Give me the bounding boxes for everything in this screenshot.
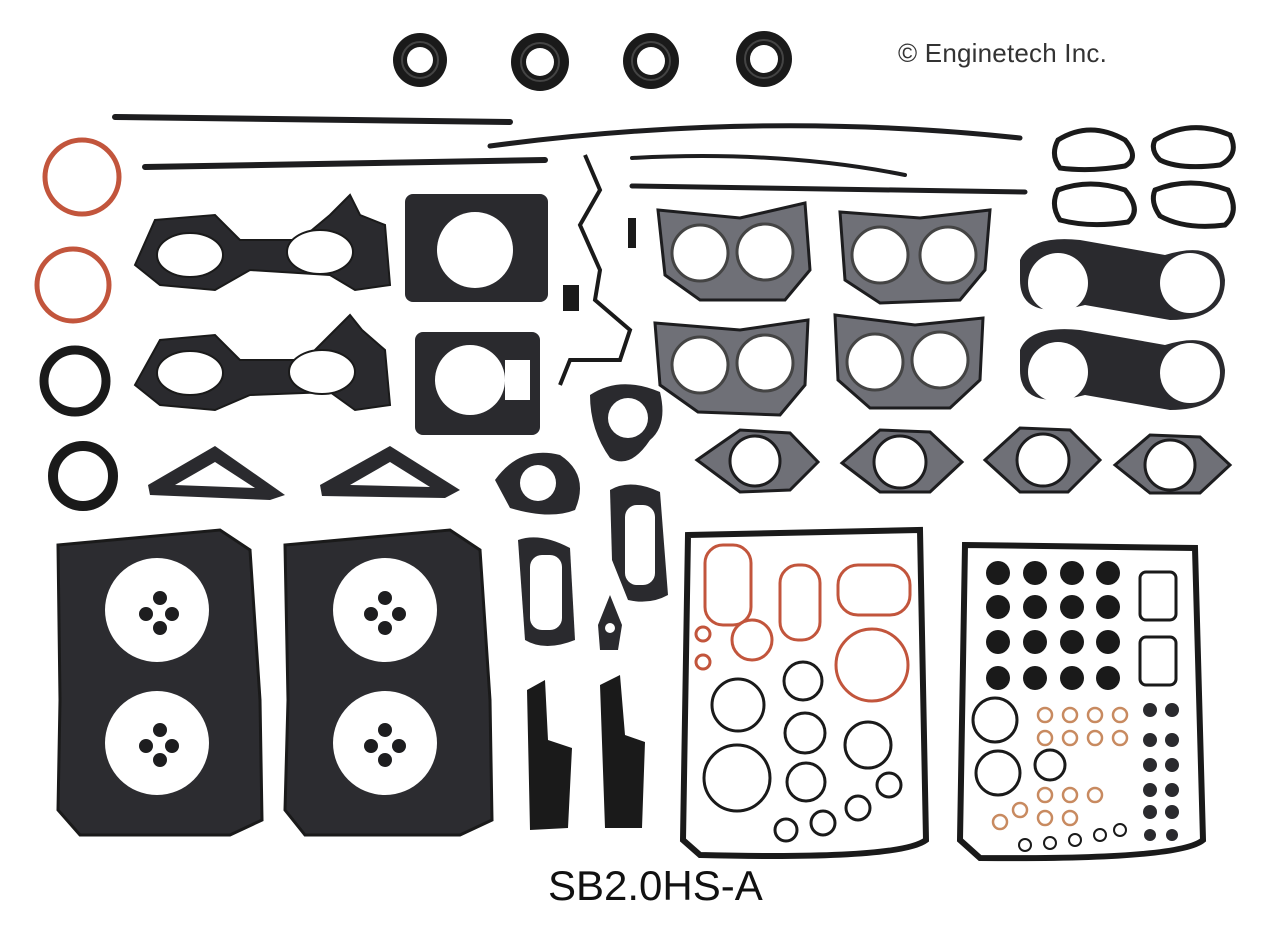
head-gasket	[283, 528, 494, 837]
black-seal	[48, 441, 118, 511]
strip-gasket	[629, 183, 1028, 195]
strip-gasket	[630, 154, 907, 177]
intake-gaskets	[133, 193, 392, 412]
red-o-ring	[42, 137, 122, 217]
small-gaskets	[495, 384, 668, 650]
exhaust-gaskets	[653, 201, 992, 417]
exhaust-gasket-double	[653, 318, 810, 417]
head-gasket	[56, 528, 264, 837]
strip-gasket	[487, 123, 1023, 149]
cam-seal	[393, 33, 447, 87]
strip-gaskets	[112, 114, 1028, 195]
black-seal	[39, 345, 111, 417]
flat-gaskets	[527, 675, 645, 830]
cam-seals	[393, 31, 792, 91]
plenum-gaskets	[1020, 239, 1225, 410]
part-number-label: SB2.0HS-A	[548, 862, 763, 909]
exhaust-gasket-double	[833, 313, 985, 410]
strip-gasket	[142, 157, 548, 170]
loop-gaskets	[1052, 125, 1236, 229]
cam-seal	[511, 33, 569, 91]
strip-gasket	[112, 114, 513, 125]
triangle-gaskets	[148, 446, 460, 500]
exhaust-gasket-double	[656, 201, 812, 302]
wire-gasket	[558, 154, 633, 386]
exhaust-gasket-double	[838, 208, 992, 305]
cam-seal	[623, 33, 679, 89]
left-seals	[34, 137, 122, 511]
cam-seal	[736, 31, 792, 87]
red-o-ring	[34, 246, 112, 324]
throttle-gaskets	[405, 194, 548, 435]
exhaust-gaskets-single	[694, 426, 1233, 495]
valve-cover-gasket-left	[679, 526, 930, 859]
small-block	[628, 218, 636, 248]
valve-cover-gasket-right	[956, 541, 1207, 862]
copyright-text: © Enginetech Inc.	[898, 38, 1108, 68]
small-block	[563, 285, 579, 311]
